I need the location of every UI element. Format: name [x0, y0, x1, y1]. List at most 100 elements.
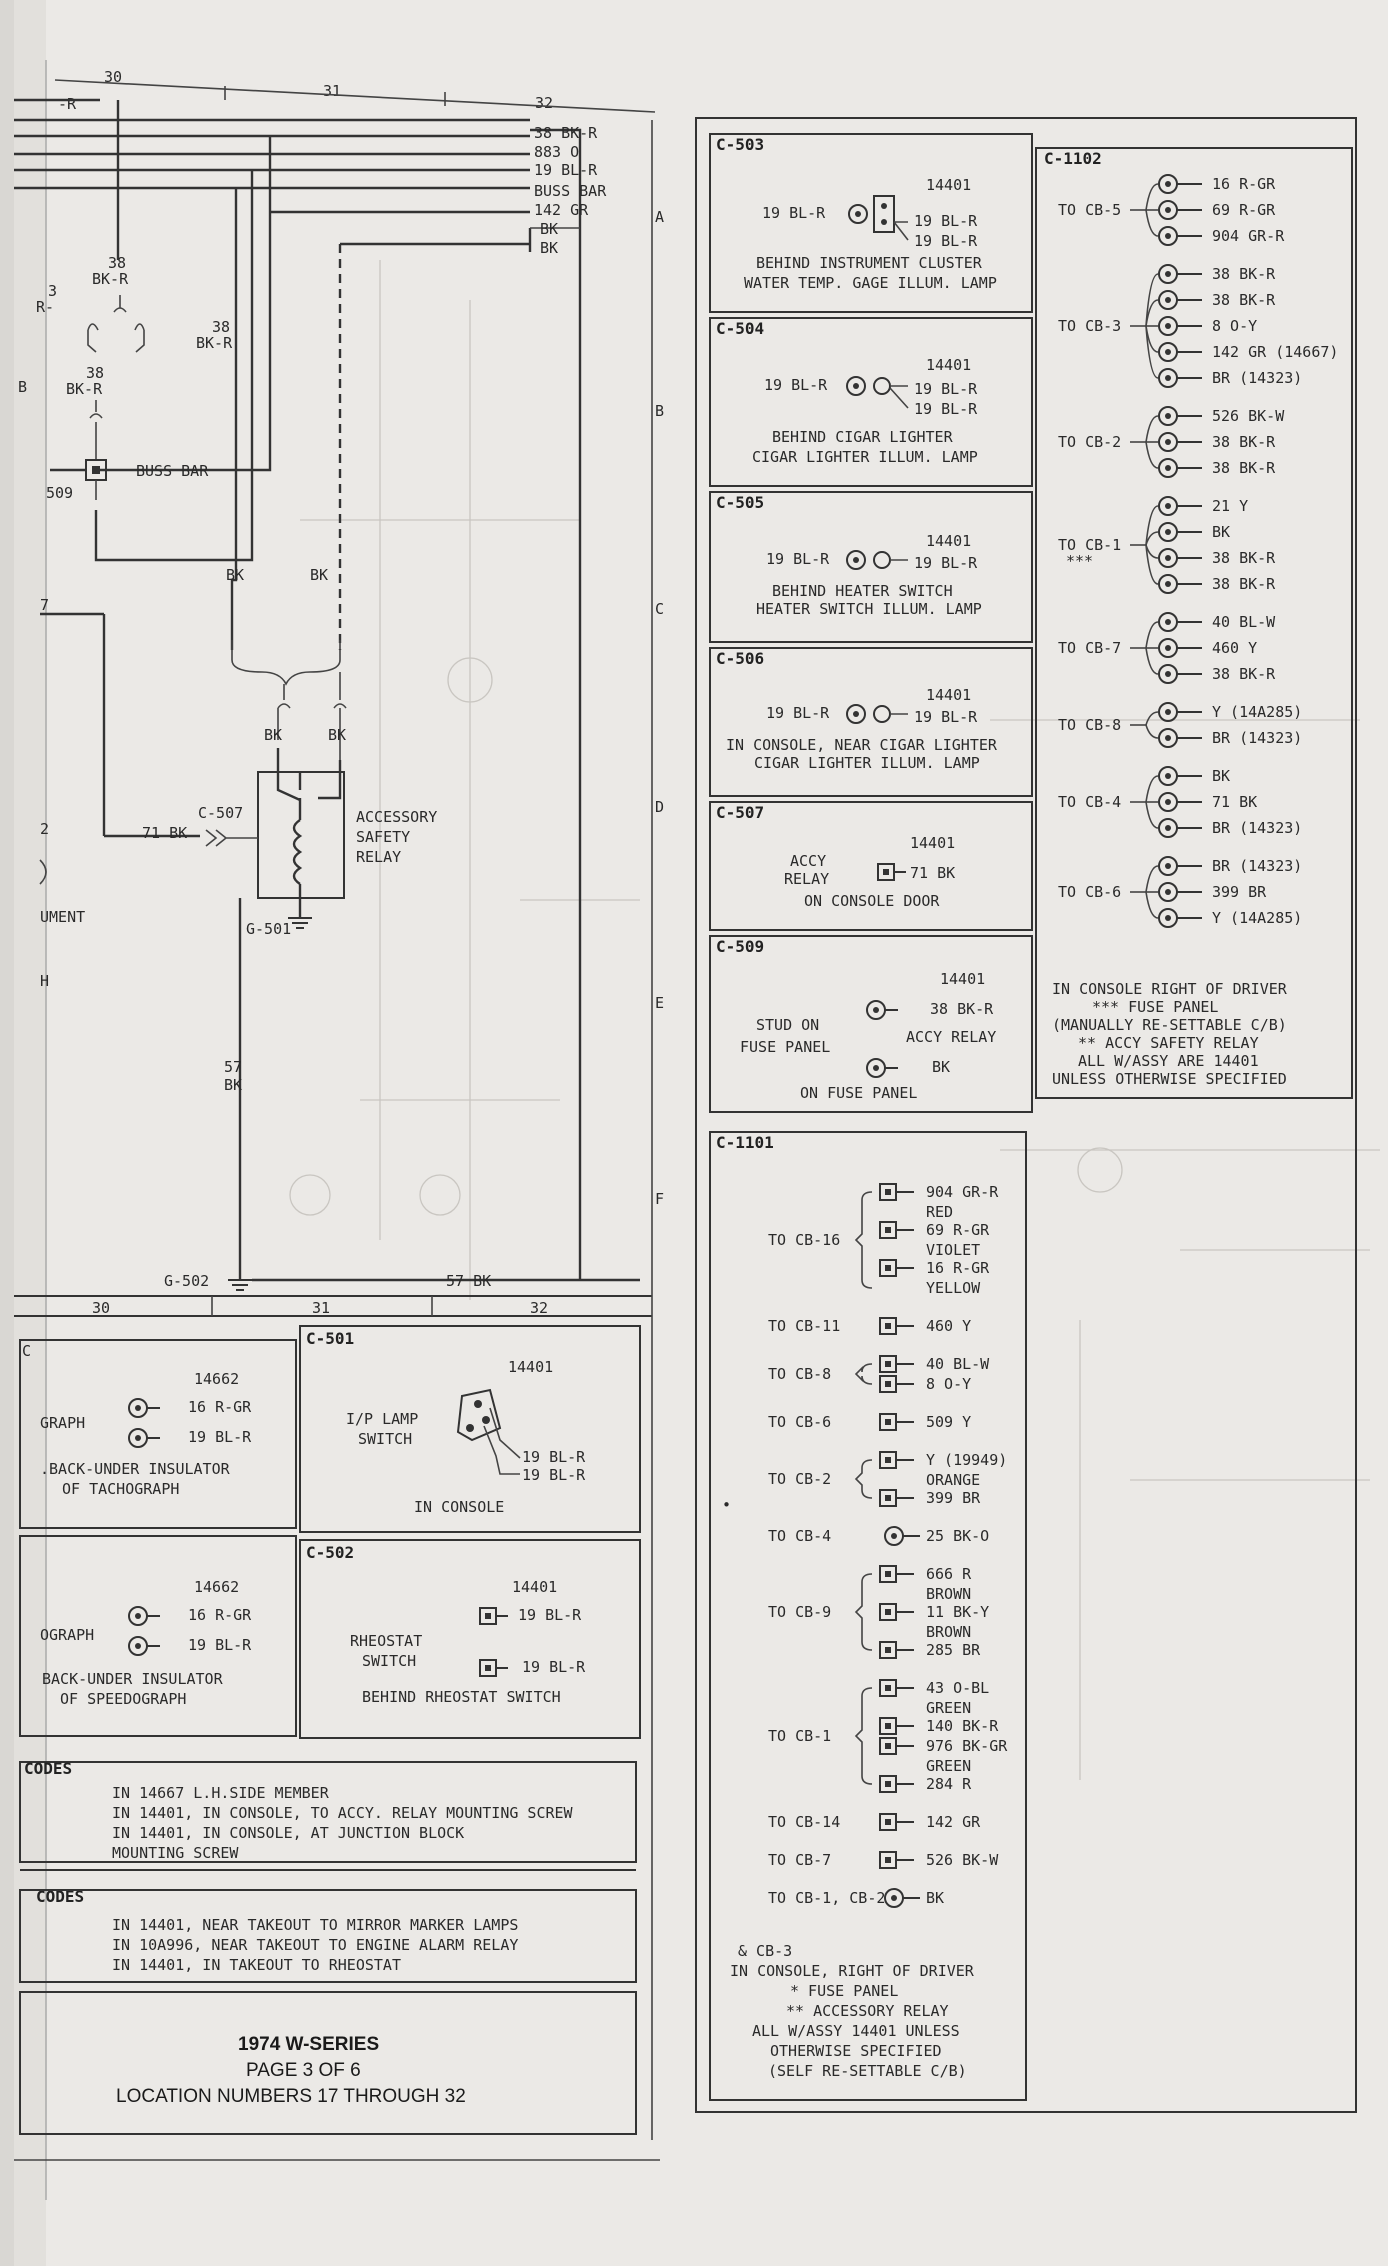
c1102-wire: 8 O-Y	[1212, 317, 1257, 335]
c1101-wire-color: YELLOW	[926, 1279, 981, 1297]
c502-wire-2: 19 BL-R	[522, 1658, 586, 1676]
speedo-wire-1: 16 R-GR	[188, 1606, 252, 1624]
c1101-wire: 526 BK-W	[926, 1851, 999, 1869]
c1101-to-extra: & CB-3	[738, 1942, 792, 1960]
c503-wire-in: 19 BL-R	[762, 204, 826, 222]
bullet-terminal-icon	[879, 1565, 914, 1583]
c1102-wire: Y (14A285)	[1212, 909, 1302, 927]
c503-title: C-503	[716, 135, 764, 154]
c501-wire-1: 19 BL-R	[522, 1448, 586, 1466]
codes-2-title: CODES	[36, 1887, 84, 1906]
row-letter-e: E	[655, 994, 664, 1012]
c1101-group-6-label: TO CB-9	[768, 1603, 831, 1621]
c507-label-2: RELAY	[784, 870, 829, 888]
bullet-terminal-icon	[879, 1775, 914, 1793]
c1101-bullet-mark: •	[722, 1496, 731, 1514]
c1101-note-3: ** ACCESSORY RELAY	[786, 2002, 949, 2020]
ring-terminal-icon	[1158, 702, 1202, 722]
c1102-group-1-label: TO CB-3	[1058, 317, 1121, 335]
c509-wire-1: 38 BK-R	[930, 1000, 994, 1018]
ring-terminal-icon	[1158, 316, 1202, 336]
c1101-wire: 11 BK-Y	[926, 1603, 989, 1621]
c1102-wire: 38 BK-R	[1212, 575, 1276, 593]
footer-box	[19, 1991, 637, 2135]
wire-57-col: BK	[224, 1076, 242, 1094]
c1101-group-10-label: TO CB-1, CB-2	[768, 1889, 885, 1907]
c509-wire-2: BK	[932, 1058, 950, 1076]
c1101-wire-color: BROWN	[926, 1623, 971, 1641]
loc-num-bottom-31: 31	[312, 1299, 330, 1317]
wire-38c: 38	[86, 364, 104, 382]
c505-box	[709, 491, 1033, 643]
c506-wire-out-1: 19 BL-R	[914, 708, 978, 726]
c505-desc-2: HEATER SWITCH ILLUM. LAMP	[756, 600, 982, 618]
loc-num-bottom-32: 32	[530, 1299, 548, 1317]
c1102-note-5: ALL W/ASSY ARE 14401	[1078, 1052, 1259, 1070]
bus-wire-19: 19 BL-R	[534, 161, 598, 179]
c1102-wire: BR (14323)	[1212, 369, 1302, 387]
c506-box	[709, 647, 1033, 797]
c1102-note-1: IN CONSOLE RIGHT OF DRIVER	[1052, 980, 1288, 998]
c504-desc-2: CIGAR LIGHTER ILLUM. LAMP	[752, 448, 978, 466]
c1101-note-4: ALL W/ASSY 14401 UNLESS	[752, 2022, 960, 2040]
c504-desc-1: BEHIND CIGAR LIGHTER	[772, 428, 954, 446]
edge-frag-2: 2	[40, 820, 49, 838]
c509-part: 14401	[940, 970, 985, 988]
ring-terminal-icon	[1158, 264, 1202, 284]
c1102-group-7-label: TO CB-6	[1058, 883, 1121, 901]
c1102-wire: 40 BL-W	[1212, 613, 1276, 631]
bus-wire-38: 38 BK-R	[534, 124, 598, 142]
c505-title: C-505	[716, 493, 764, 512]
c507-desc: ON CONSOLE DOOR	[804, 892, 940, 910]
edge-frag-r2: R-	[36, 298, 54, 316]
c1102-wire: 21 Y	[1212, 497, 1248, 515]
c1102-note-4: ** ACCY SAFETY RELAY	[1078, 1034, 1259, 1052]
location-ruler-top	[54, 79, 656, 113]
c505-part: 14401	[926, 532, 971, 550]
c501-wire-2: 19 BL-R	[522, 1466, 586, 1484]
c1101-group-3-label: TO CB-6	[768, 1413, 831, 1431]
codes-box-2	[19, 1889, 637, 1983]
c1101-wire-color: ORANGE	[926, 1471, 980, 1489]
c509-label-2: FUSE PANEL	[740, 1038, 830, 1056]
c1102-wire: 38 BK-R	[1212, 265, 1276, 283]
g501-label: G-501	[246, 920, 291, 938]
c501-box	[299, 1325, 641, 1533]
bullet-terminal-icon	[879, 1717, 914, 1735]
buss-bar-label: BUSS BAR	[136, 462, 209, 480]
ring-terminal-icon	[1158, 342, 1202, 362]
wire-bk-right2: BK	[328, 726, 346, 744]
c509-desc: ON FUSE PANEL	[800, 1084, 917, 1102]
ring-terminal-icon	[1158, 174, 1202, 194]
wire-57-num: 57	[224, 1058, 242, 1076]
c1101-wire: 25 BK-O	[926, 1527, 989, 1545]
c1101-wire: 43 O-BL	[926, 1679, 989, 1697]
accessory-safety-relay	[257, 771, 345, 899]
c1101-wire: 142 GR	[926, 1813, 981, 1831]
bullet-terminal-icon	[879, 1355, 914, 1373]
c1102-box	[1035, 147, 1353, 1099]
c1101-group-1-label: TO CB-11	[768, 1317, 840, 1335]
c507-label-1: ACCY	[790, 852, 826, 870]
wire-71-bk: 71 BK	[142, 824, 187, 842]
c1101-wire: 509 Y	[926, 1413, 971, 1431]
bullet-terminal-icon	[879, 1451, 914, 1469]
edge-frag-3: 3	[48, 282, 57, 300]
wire-bk-left: BK	[226, 566, 244, 584]
edge-frag-b: B	[18, 378, 27, 396]
c509-title: C-509	[716, 937, 764, 956]
tach-wire-1: 16 R-GR	[188, 1398, 252, 1416]
codes-box-1	[19, 1761, 637, 1863]
c502-part: 14401	[512, 1578, 557, 1596]
ring-terminal-icon	[1158, 200, 1202, 220]
loc-num-bottom-30: 30	[92, 1299, 110, 1317]
tach-wire-2: 19 BL-R	[188, 1428, 252, 1446]
c1102-group-0-label: TO CB-5	[1058, 201, 1121, 219]
bullet-terminal-icon	[879, 1641, 914, 1659]
c1102-wire: 460 Y	[1212, 639, 1257, 657]
edge-frag-r: -R	[58, 95, 77, 113]
ring-terminal-icon	[1158, 496, 1202, 516]
bullet-terminal-icon	[879, 1183, 914, 1201]
c1101-note-1: IN CONSOLE, RIGHT OF DRIVER	[730, 1962, 975, 1980]
